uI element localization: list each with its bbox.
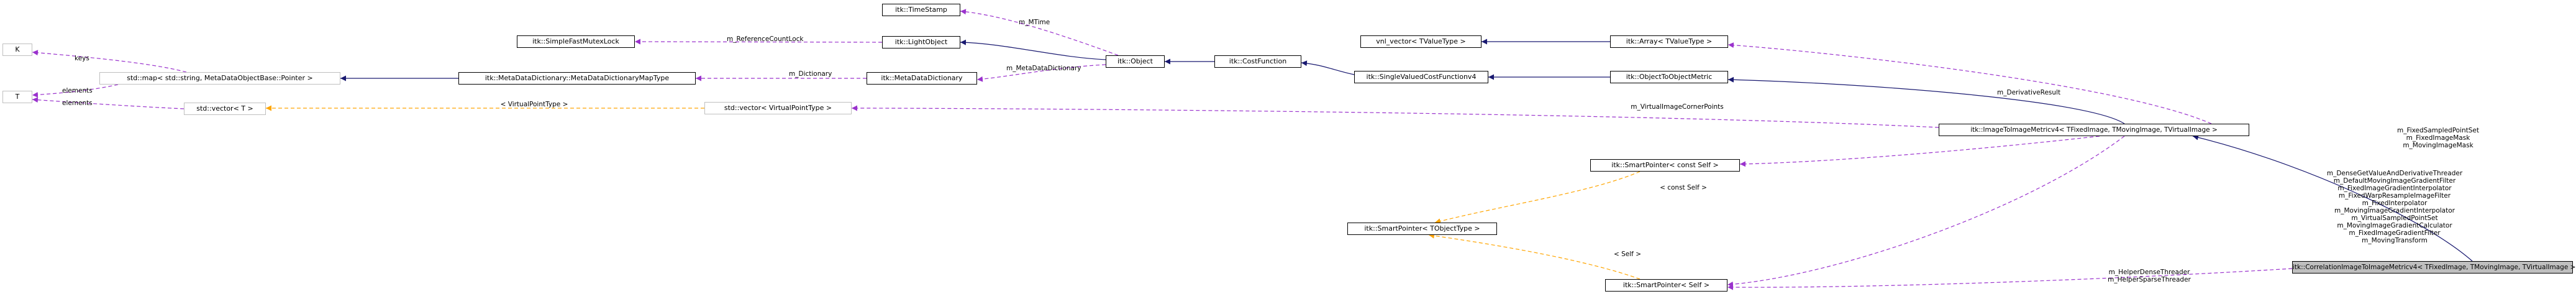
edge-label-virtual-point-type: < VirtualPointType > xyxy=(501,101,568,108)
node-cost-function[interactable]: itk::CostFunction xyxy=(1214,55,1301,68)
edge-label-moving-group-line: m_MovingImageGradientCalculator xyxy=(2337,222,2452,229)
edge-label-self: < Self > xyxy=(1614,251,1641,258)
node-image-to-image-metric[interactable]: itk::ImageToImageMetricv4< TFixedImage, … xyxy=(1939,124,2249,136)
node-timestamp[interactable]: itk::TimeStamp xyxy=(882,4,960,16)
edge-label-metadata-dictionary-line: m_MetaDataDictionary xyxy=(1006,65,1081,72)
edge-label-moving-group-line: m_MovingTransform xyxy=(2362,237,2428,244)
edge-label-const-self-line: < const Self > xyxy=(1660,184,1707,191)
edge-label-derivative-result: m_DerivativeResult xyxy=(1997,89,2060,96)
edge-label-corner-points-line: m_VirtualImageCornerPoints xyxy=(1631,103,1724,111)
edge-label-moving-group-line: m_FixedImageGradientInterpolator xyxy=(2337,185,2452,192)
node-smart-pointer-self[interactable]: itk::SmartPointer< Self > xyxy=(1605,279,1727,292)
edge-i2i-to-self xyxy=(1727,136,2125,287)
edge-i2i-to-array xyxy=(1727,42,2212,124)
edge-label-moving-group-line: m_FixedImageGradientFilter xyxy=(2349,229,2441,237)
edge-label-elements-t: elements xyxy=(62,87,93,94)
edge-label-moving-group-line: m_VirtualSampledPointSet xyxy=(2351,214,2438,222)
edge-label-keys-line: keys xyxy=(75,55,89,62)
edge-corr-to-i2i xyxy=(2192,134,2473,262)
node-smart-pointer-tobject[interactable]: itk::SmartPointer< TObjectType > xyxy=(1347,223,1497,235)
edge-label-dictionary: m_Dictionary xyxy=(789,70,832,78)
edge-label-moving-group-line: m_FixedWarpResampleImageFilter xyxy=(2338,192,2451,200)
edge-label-mtime-line: m_MTime xyxy=(1019,19,1050,26)
node-light-object[interactable]: itk::LightObject xyxy=(882,36,960,48)
edge-label-helper-group-line: m_HelperDenseThreader xyxy=(2108,269,2190,276)
edge-self-to-tobject xyxy=(1428,232,1641,280)
node-std-vector-t[interactable]: std::vector< T > xyxy=(184,103,266,115)
node-vnl-vector[interactable]: vnl_vector< TValueType > xyxy=(1360,35,1481,48)
edge-i2i-to-vvp xyxy=(851,105,1939,128)
edge-label-self-line: < Self > xyxy=(1613,251,1642,258)
edge-corr-to-self xyxy=(1727,268,2293,290)
node-t[interactable]: T xyxy=(2,91,32,103)
node-std-map[interactable]: std::map< std::string, MetaDataObjectBas… xyxy=(99,72,340,85)
edge-label-moving-group-line: m_FixedInterpolator xyxy=(2362,200,2428,207)
edge-label-moving-group-line: m_MovingImageGradientInterpolator xyxy=(2334,207,2455,214)
edge-label-helper-group-line: m_HelperSparseThreader xyxy=(2108,276,2191,283)
edge-label-mtime: m_MTime xyxy=(1019,19,1050,26)
edge-label-elements-vector-line: elements xyxy=(62,99,93,107)
edge-label-fixed-group-line: m_MovingImageMask xyxy=(2403,142,2474,149)
edge-label-reference-count-lock-line: m_ReferenceCountLock xyxy=(727,35,804,43)
edge-label-metadata-dictionary: m_MetaDataDictionary xyxy=(1006,65,1081,72)
edge-object-to-lightobject xyxy=(960,39,1106,60)
edge-label-elements-vector: elements xyxy=(62,99,93,107)
edge-label-keys: keys xyxy=(75,55,89,62)
node-correlation-metric[interactable]: itk::CorrelationImageToImageMetricv4< TF… xyxy=(2292,261,2575,274)
node-metadata-dictionary[interactable]: itk::MetaDataDictionary xyxy=(867,72,977,85)
edge-label-derivative-result-line: m_DerivativeResult xyxy=(1997,89,2061,96)
edge-map-to-t xyxy=(32,84,119,98)
edge-label-dictionary-line: m_Dictionary xyxy=(789,70,832,78)
node-simple-fast-mutex-lock[interactable]: itk::SimpleFastMutexLock xyxy=(517,35,635,48)
edge-label-moving-group-line: m_DefaultMovingImageGradientFilter xyxy=(2333,177,2456,185)
edge-label-moving-group-line: m_DenseGetValueAndDerivativeThreader xyxy=(2326,170,2463,177)
edge-object-to-timestamp xyxy=(960,9,1119,56)
edge-label-elements-t-line: elements xyxy=(62,87,93,94)
node-k[interactable]: K xyxy=(2,44,32,56)
edge-vector-to-t xyxy=(32,97,184,109)
node-object-to-object-metric[interactable]: itk::ObjectToObjectMetric xyxy=(1610,71,1728,83)
edge-label-const-self: < const Self > xyxy=(1660,184,1707,191)
edge-label-fixed-group-line: m_FixedSampledPointSet xyxy=(2396,127,2480,134)
edge-svcf-to-costfunction xyxy=(1301,60,1355,75)
edge-label-fixed-group-line: m_FixedImageMask xyxy=(2406,134,2470,142)
edge-i2i-to-constself xyxy=(1739,136,2100,167)
edge-label-corner-points: m_VirtualImageCornerPoints xyxy=(1631,103,1724,111)
edge-label-reference-count-lock: m_ReferenceCountLock xyxy=(727,35,803,43)
edge-label-virtual-point-type-line: < VirtualPointType > xyxy=(500,101,568,108)
edge-constself-to-tobject xyxy=(1434,171,1641,224)
node-single-valued-cost-function[interactable]: itk::SingleValuedCostFunctionv4 xyxy=(1354,71,1488,83)
edge-map-to-k xyxy=(32,50,187,73)
node-smart-pointer-const-self[interactable]: itk::SmartPointer< const Self > xyxy=(1590,159,1740,172)
node-metadata-dictionary-map-type[interactable]: itk::MetaDataDictionary::MetaDataDiction… xyxy=(458,72,696,85)
node-itk-object[interactable]: itk::Object xyxy=(1106,55,1165,68)
node-std-vector-virtual-point[interactable]: std::vector< VirtualPointType > xyxy=(704,102,852,114)
node-itk-array[interactable]: itk::Array< TValueType > xyxy=(1610,35,1728,48)
edge-i2i-to-o2o xyxy=(1727,76,2125,124)
